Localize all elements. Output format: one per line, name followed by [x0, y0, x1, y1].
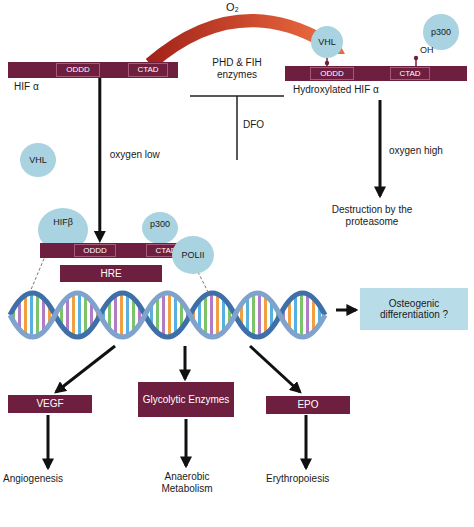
node-text: Osteogenic differentiation ? [360, 288, 468, 330]
element-box: HRE [60, 265, 162, 282]
gene-box: VEGF [8, 395, 92, 413]
arrow [47, 415, 50, 468]
arrow [250, 346, 300, 392]
molecule-label: O₂ [226, 1, 256, 14]
domain-box: ODDD [74, 244, 116, 257]
dna-strand [10, 293, 325, 337]
circle-shape [20, 143, 56, 177]
gene-box: EPO [266, 396, 350, 414]
node-text: HRE [60, 265, 162, 282]
enzyme-label: PHD & FIH enzymes [198, 57, 276, 81]
domain-box: CTAD [128, 63, 168, 77]
node-text: EPO [266, 396, 350, 414]
circle-shape [423, 14, 459, 50]
connector-line [98, 78, 101, 231]
arrow [185, 419, 188, 466]
node-text: ODDD [57, 64, 99, 76]
arrow-head [94, 231, 106, 243]
domain-box: CTAD [390, 67, 430, 80]
node-text: HIFβ [38, 200, 88, 244]
outcome-label: Destruction by the proteasome [322, 204, 422, 228]
protein-circle: p300 [423, 14, 459, 50]
outcome-label: Erythropoiesis [266, 473, 356, 485]
arrow [56, 346, 115, 392]
drug-label: DFO [243, 119, 283, 131]
arrow [184, 346, 187, 379]
node-text: VEGF [8, 395, 92, 413]
gene-box: Glycolytic Enzymes [138, 382, 234, 417]
protein-circle: p300 [142, 212, 178, 244]
domain-box: ODDD [310, 67, 354, 80]
protein-name: HIF α [14, 81, 39, 92]
node-text: POLII [172, 236, 214, 274]
outcome-label: Angiogenesis [3, 473, 93, 485]
edge-label: oxygen low [110, 149, 160, 160]
protein-circle: VHL [20, 143, 56, 177]
protein-bar: Hydroxylated HIF αODDDCTAD [285, 66, 467, 81]
node-text: CTAD [391, 68, 429, 79]
node-text: VHL [20, 143, 56, 177]
circle-shape [172, 236, 214, 274]
protein-name: Hydroxylated HIF α [293, 84, 379, 95]
connector-arrow [94, 78, 106, 243]
outcome-label: Anaerobic Metabolism [146, 471, 228, 495]
node-text: VHL [311, 26, 343, 58]
question-box: Osteogenic differentiation ? [360, 288, 468, 330]
dna-rungs [10, 293, 325, 337]
protein-circle: VHL [311, 26, 343, 58]
protein-circle: POLII [172, 236, 214, 274]
dna-strand [10, 293, 325, 337]
circle-shape [311, 26, 343, 58]
dashed-line [30, 254, 46, 292]
arrow [379, 100, 382, 196]
protein-bar: HIF αODDDCTAD [8, 62, 178, 78]
arrow [305, 415, 308, 468]
dashed-line [198, 272, 210, 296]
arrow [336, 309, 356, 312]
node-text: p300 [142, 208, 178, 240]
node-text: p300 [423, 14, 459, 50]
hydroxyl-dot [414, 56, 418, 60]
group-label: OH [420, 45, 450, 56]
inhibition-line [236, 96, 238, 160]
condition-label: oxygen high [389, 145, 469, 157]
node-text: ODDD [75, 245, 115, 256]
node-text: ODDD [311, 68, 353, 79]
hydroxyl-dot [325, 61, 329, 65]
domain-box: ODDD [56, 63, 100, 77]
node-text: CTAD [129, 64, 167, 76]
node-text: Glycolytic Enzymes [138, 382, 234, 417]
